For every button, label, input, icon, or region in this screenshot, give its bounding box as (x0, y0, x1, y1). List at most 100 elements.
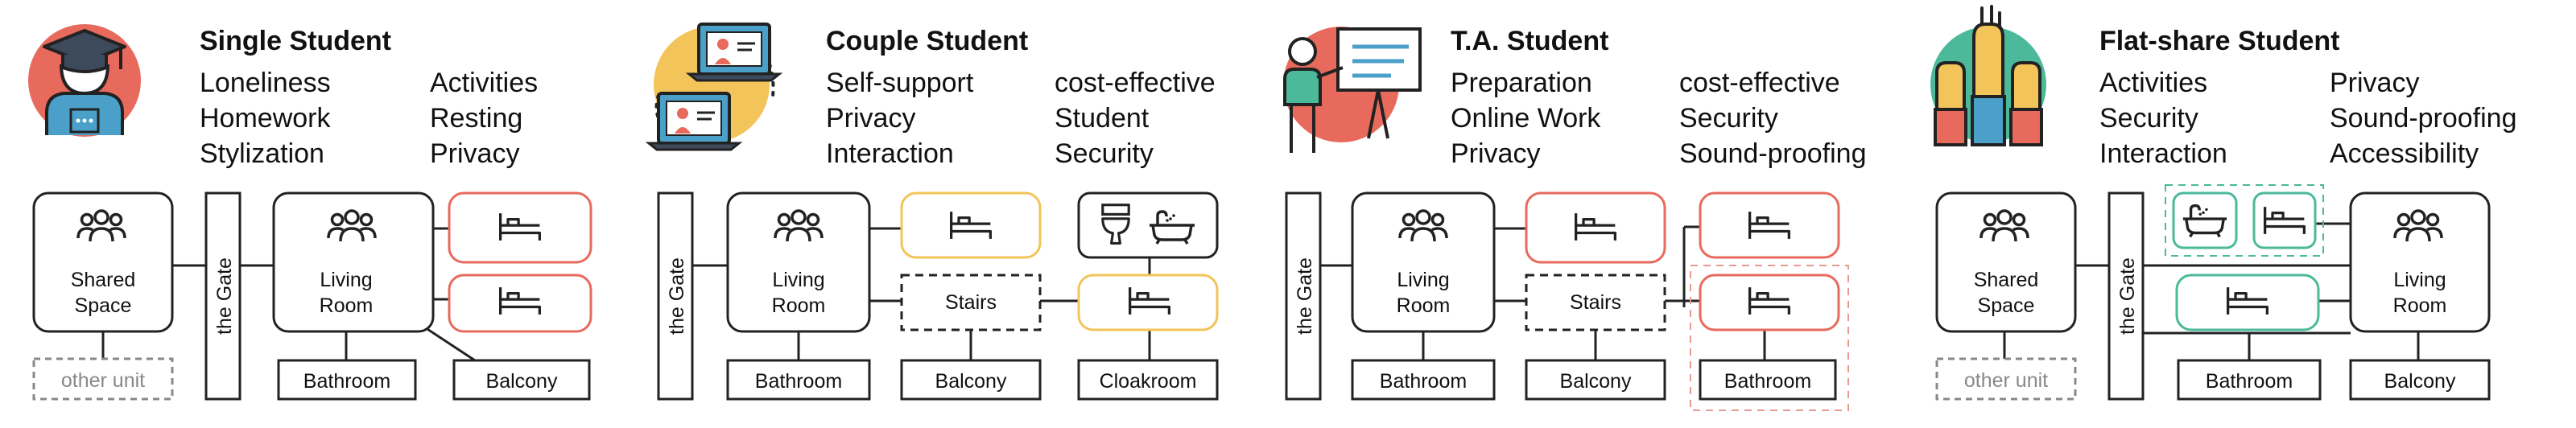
keyword: Security (2099, 103, 2198, 134)
keyword: Loneliness (200, 68, 331, 98)
keyword: Preparation (1451, 68, 1592, 98)
bedroom-box (448, 274, 592, 333)
svg-text:other unit: other unit (1964, 369, 2048, 392)
svg-text:Cloakroom: Cloakroom (1100, 370, 1197, 393)
keyword-list: Loneliness Homework Stylization Activiti… (200, 68, 538, 169)
keyword: Privacy (1451, 138, 1540, 169)
stairs-box: Stairs (1525, 274, 1666, 331)
svg-text:Bathroom: Bathroom (303, 370, 390, 393)
gate-box: the Gate (204, 191, 242, 401)
svg-text:Living: Living (320, 269, 372, 291)
private-suite-outline (1690, 265, 1849, 411)
svg-text:Living: Living (2393, 269, 2446, 291)
living-room-box: Living Room (272, 191, 435, 333)
keyword: Activities (430, 68, 538, 98)
raised-hands-icon (1930, 5, 2046, 146)
bedroom-box (2252, 191, 2317, 249)
bathroom-box: Bathroom (2177, 359, 2322, 401)
svg-text:Bathroom: Bathroom (2206, 370, 2293, 393)
teacher-icon (1283, 27, 1422, 153)
living-room-box: Living Room (2349, 191, 2491, 333)
svg-text:Room: Room (1397, 294, 1451, 317)
bedroom-box (1077, 274, 1219, 331)
keyword-list: Activities Security Interaction Privacy … (2099, 68, 2517, 169)
svg-text:other unit: other unit (61, 369, 145, 392)
keyword: Privacy (430, 138, 519, 169)
keyword: Privacy (2330, 68, 2419, 98)
bedroom-box (448, 191, 592, 264)
keyword: Accessibility (2330, 138, 2479, 169)
svg-text:Room: Room (2393, 294, 2447, 317)
living-room-box: Living Room (1351, 191, 1496, 333)
wc-bath-box (1077, 191, 1219, 259)
svg-text:Balcony: Balcony (1560, 370, 1632, 393)
keyword-list: Preparation Online Work Privacy cost-eff… (1451, 68, 1867, 169)
svg-text:Balcony: Balcony (935, 370, 1007, 393)
panel-title: Couple Student (826, 26, 1028, 56)
keyword: Self-support (826, 68, 974, 98)
keyword: Privacy (826, 103, 915, 134)
bedroom-box (2175, 274, 2320, 331)
svg-text:Balcony: Balcony (486, 370, 558, 393)
panel-couple-student: Couple Student Self-support Privacy Inte… (645, 23, 1219, 401)
other-unit-box: other unit (32, 357, 174, 401)
svg-text:Bathroom: Bathroom (1380, 370, 1467, 393)
panel-title: Single Student (200, 26, 391, 56)
svg-text:Room: Room (772, 294, 826, 317)
svg-text:Space: Space (75, 294, 132, 317)
keyword: Activities (2099, 68, 2207, 98)
bathroom-box: Bathroom (1351, 359, 1496, 401)
svg-text:Bathroom: Bathroom (755, 370, 842, 393)
gate-box: the Gate (2107, 191, 2145, 401)
keyword: Student (1055, 103, 1150, 134)
panel-title: T.A. Student (1451, 26, 1608, 56)
keyword: Homework (200, 103, 331, 134)
keyword: cost-effective (1679, 68, 1840, 98)
keyword: Interaction (826, 138, 954, 169)
gate-box: the Gate (657, 191, 694, 401)
bedroom-box (1525, 191, 1666, 264)
balcony-box: Balcony (452, 359, 591, 401)
balcony-box: Balcony (1525, 359, 1666, 401)
shared-space-box: Shared Space (32, 191, 174, 333)
keyword: Online Work (1451, 103, 1601, 134)
bath-box (2172, 191, 2238, 249)
bathroom-box: Bathroom (726, 359, 871, 401)
other-unit-box: other unit (1935, 357, 2077, 401)
panel-single-student: Single Student Loneliness Homework Styli… (28, 24, 592, 401)
keyword: cost-effective (1055, 68, 1216, 98)
keyword: Resting (430, 103, 522, 134)
gate-box: the Gate (1285, 191, 1322, 401)
svg-text:Living: Living (1397, 269, 1449, 291)
living-room-box: Living Room (726, 191, 871, 333)
keyword: Security (1055, 138, 1154, 169)
svg-text:Space: Space (1978, 294, 2035, 317)
bedroom-box (1699, 274, 1840, 331)
svg-text:Balcony: Balcony (2384, 370, 2456, 393)
svg-text:Stairs: Stairs (1570, 291, 1621, 314)
bedroom-box (900, 191, 1042, 259)
stairs-box: Stairs (900, 274, 1042, 331)
keyword: Stylization (200, 138, 324, 169)
svg-text:Room: Room (320, 294, 374, 317)
graduate-icon (28, 24, 141, 137)
keyword: Security (1679, 103, 1778, 134)
panel-ta-student: T.A. Student Preparation Online Work Pri… (1283, 26, 1867, 411)
laptops-icon (645, 23, 783, 151)
keyword: Sound-proofing (2330, 103, 2517, 134)
balcony-box: Balcony (2349, 359, 2491, 401)
keyword: Interaction (2099, 138, 2227, 169)
svg-text:Living: Living (772, 269, 824, 291)
balcony-box: Balcony (900, 359, 1042, 401)
bedroom-box (1699, 191, 1840, 259)
svg-text:Stairs: Stairs (945, 291, 997, 314)
bathroom-box: Bathroom (277, 359, 417, 401)
svg-text:the Gate: the Gate (666, 257, 688, 335)
keyword: Sound-proofing (1679, 138, 1867, 169)
panel-title: Flat-share Student (2099, 26, 2339, 56)
svg-text:Shared: Shared (71, 269, 136, 291)
svg-text:the Gate: the Gate (213, 257, 236, 335)
keyword-list: Self-support Privacy Interaction cost-ef… (826, 68, 1216, 169)
shared-space-box: Shared Space (1935, 191, 2077, 333)
